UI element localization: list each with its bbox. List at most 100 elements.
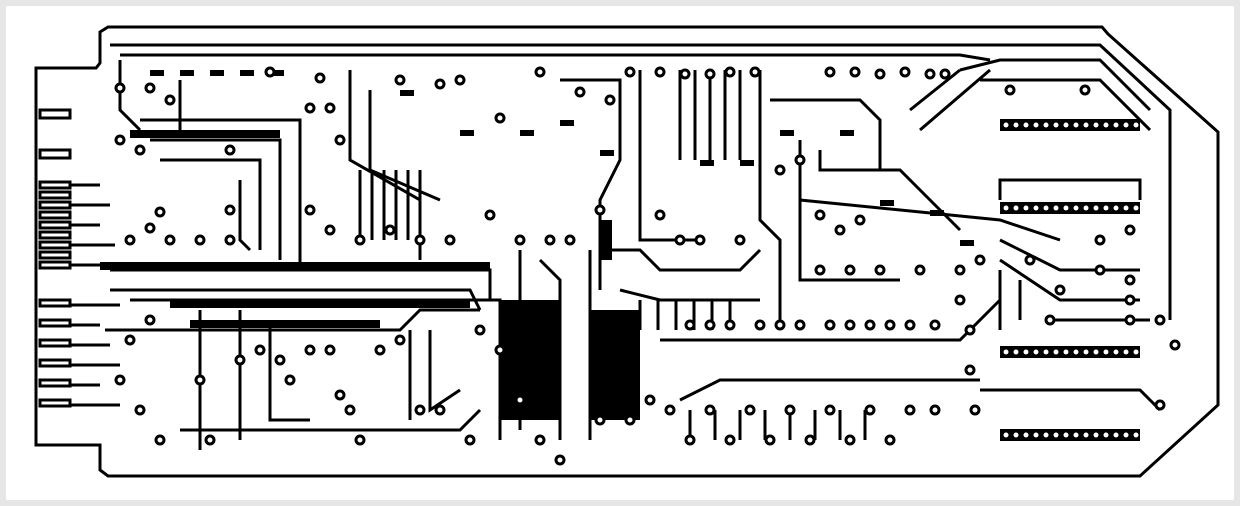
solder-pad (679, 68, 691, 80)
edge-finger (38, 378, 72, 388)
solder-pad (124, 334, 136, 346)
edge-finger (38, 230, 72, 240)
solder-pad (144, 222, 156, 234)
ic-pin-row (1000, 202, 1140, 214)
ic-pin (1013, 205, 1019, 211)
smd-pad (780, 130, 794, 136)
solder-pad (134, 404, 146, 416)
solder-pad (814, 264, 826, 276)
solder-pad (144, 82, 156, 94)
ic-pin (1043, 122, 1049, 128)
ic-pin (1113, 349, 1119, 355)
edge-finger (38, 180, 72, 190)
solder-pad (224, 144, 236, 156)
solder-pad (494, 344, 506, 356)
solder-pad (324, 102, 336, 114)
solder-pad (674, 234, 686, 246)
solder-pad (1124, 274, 1136, 286)
solder-pad (744, 404, 756, 416)
solder-pad (624, 66, 636, 78)
solder-pad (824, 66, 836, 78)
bus-trace (110, 43, 1172, 320)
ic-pin (1003, 205, 1009, 211)
solder-pad (774, 319, 786, 331)
solder-pad (204, 434, 216, 446)
edge-finger (38, 398, 72, 408)
ic-pin (1093, 122, 1099, 128)
ic-pin (1083, 349, 1089, 355)
bus-trace (638, 70, 700, 242)
copper-zone (590, 310, 640, 420)
smd-pad (600, 150, 614, 156)
solder-pad (374, 344, 386, 356)
ic-pin (1133, 432, 1139, 438)
solder-pad (814, 209, 826, 221)
bus-trace (619, 288, 760, 302)
ic-pin (1023, 349, 1029, 355)
ic-pin (1033, 349, 1039, 355)
ic-pin (1073, 122, 1079, 128)
solder-pad (594, 204, 606, 216)
solder-pad (794, 154, 806, 166)
ic-pin (1033, 432, 1039, 438)
bus-trace (998, 178, 1142, 200)
ic-pin (1003, 122, 1009, 128)
ic-pin (1013, 432, 1019, 438)
ic-pin (1033, 205, 1039, 211)
ic-pin (1013, 122, 1019, 128)
smd-pad (520, 130, 534, 136)
ic-pin (1073, 205, 1079, 211)
solder-pad (334, 389, 346, 401)
ic-pin (1053, 349, 1059, 355)
copper-areas (38, 70, 1140, 441)
solder-pad (1169, 339, 1181, 351)
solder-pad (764, 434, 776, 446)
solder-pad (704, 68, 716, 80)
bus-trace (798, 140, 900, 282)
solder-pad (1004, 84, 1016, 96)
edge-finger (38, 298, 72, 308)
solder-pad (464, 434, 476, 446)
edge-finger (38, 358, 72, 368)
solder-pad (114, 374, 126, 386)
bus-trace (799, 198, 1061, 242)
ic-pin (1083, 432, 1089, 438)
solder-pad (844, 264, 856, 276)
solder-pad (954, 294, 966, 306)
solder-pad (324, 224, 336, 236)
solder-pad (144, 314, 156, 326)
solder-pad (654, 209, 666, 221)
bus-trace (110, 288, 482, 311)
solder-pad (684, 434, 696, 446)
solder-pad (939, 68, 951, 80)
edge-finger (38, 220, 72, 230)
ic-pin (1023, 205, 1029, 211)
solder-pad (274, 354, 286, 366)
copper-zone (190, 320, 380, 328)
smd-pad (560, 120, 574, 126)
edge-finger (38, 318, 72, 328)
copper-zone (100, 262, 490, 270)
smd-pad (700, 160, 714, 166)
ic-pin (1043, 432, 1049, 438)
solder-pad (899, 66, 911, 78)
solder-pad (884, 434, 896, 446)
solder-pad (124, 234, 136, 246)
bus-trace (980, 78, 1152, 132)
copper-zone (170, 300, 470, 308)
ic-pin (1103, 205, 1109, 211)
solder-pad (834, 224, 846, 236)
ic-pin (1073, 432, 1079, 438)
solder-pad (844, 434, 856, 446)
solder-pad (484, 209, 496, 221)
bus-trace (999, 238, 1140, 272)
ic-pin (1053, 432, 1059, 438)
ic-pin (1063, 122, 1069, 128)
bus-trace (150, 138, 282, 260)
solder-pad (804, 434, 816, 446)
solder-pad (354, 234, 366, 246)
solder-pad (854, 214, 866, 226)
solder-pad (964, 324, 976, 336)
bus-trace (999, 258, 1140, 302)
